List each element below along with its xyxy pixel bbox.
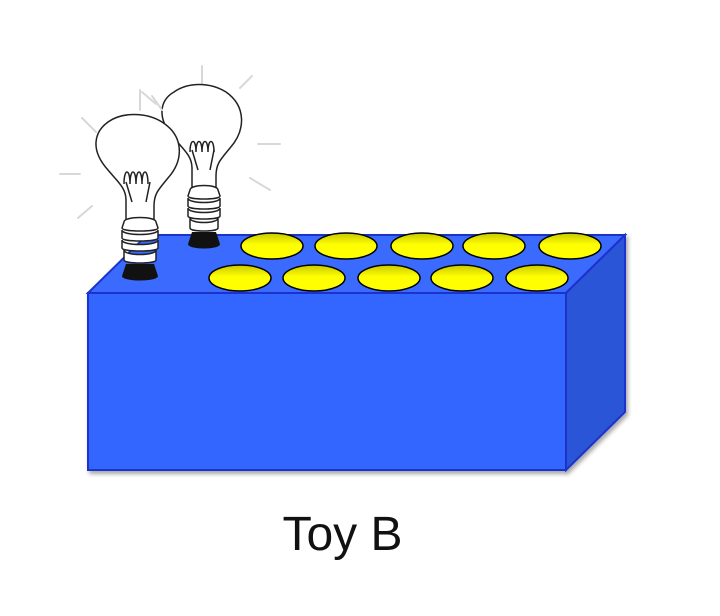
yellow-button[interactable]: [538, 232, 602, 260]
yellow-button[interactable]: [314, 232, 378, 260]
toy-caption: Toy B: [282, 508, 403, 561]
glow-rays: [59, 89, 163, 219]
yellow-button[interactable]: [208, 264, 272, 292]
yellow-button[interactable]: [240, 232, 304, 260]
button-grid: [208, 232, 602, 292]
yellow-button[interactable]: [505, 264, 569, 292]
yellow-button[interactable]: [357, 264, 421, 292]
yellow-button[interactable]: [282, 264, 346, 292]
light-bulb-icon: [59, 89, 181, 281]
yellow-button[interactable]: [462, 232, 526, 260]
yellow-button[interactable]: [390, 232, 454, 260]
yellow-button[interactable]: [430, 264, 494, 292]
box-front-face: [87, 292, 567, 471]
